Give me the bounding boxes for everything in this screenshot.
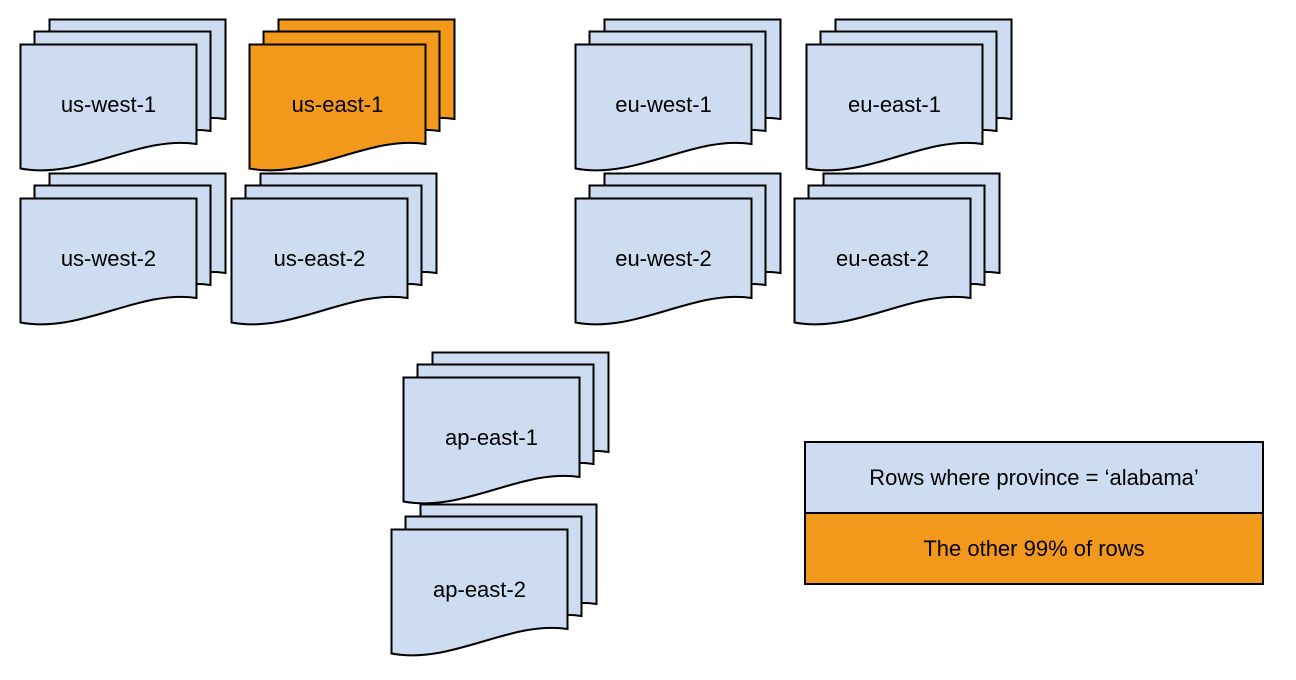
legend-item-alabama-label: Rows where province = ‘alabama’ bbox=[869, 464, 1199, 490]
doc-stack-us-west-2: us-west-2 bbox=[19, 172, 227, 331]
doc-stack-eu-west-1: eu-west-1 bbox=[574, 18, 782, 177]
doc-stack-ap-east-1: ap-east-1 bbox=[402, 351, 610, 510]
doc-stack-us-west-1: us-west-1 bbox=[19, 18, 227, 177]
region-label-us-east-2: us-east-2 bbox=[273, 246, 366, 271]
region-label-us-east-1: us-east-1 bbox=[291, 92, 384, 117]
doc-stack-us-east-1: us-east-1 bbox=[248, 18, 456, 177]
doc-stack-eu-west-2: eu-west-2 bbox=[574, 172, 782, 331]
doc-stack-eu-east-2: eu-east-2 bbox=[793, 172, 1001, 331]
region-label-eu-west-1: eu-west-1 bbox=[615, 92, 712, 117]
region-label-eu-west-2: eu-west-2 bbox=[615, 246, 712, 271]
region-label-ap-east-2: ap-east-2 bbox=[433, 577, 526, 602]
doc-stack-us-east-2: us-east-2 bbox=[230, 172, 438, 331]
region-label-eu-east-2: eu-east-2 bbox=[836, 246, 929, 271]
region-label-us-west-2: us-west-2 bbox=[60, 246, 157, 271]
legend: Rows where province = ‘alabama’ The othe… bbox=[804, 441, 1264, 585]
region-label-ap-east-1: ap-east-1 bbox=[445, 425, 538, 450]
legend-item-alabama-rows: Rows where province = ‘alabama’ bbox=[806, 443, 1262, 512]
region-label-us-west-1: us-west-1 bbox=[60, 92, 157, 117]
doc-stack-ap-east-2: ap-east-2 bbox=[390, 503, 598, 662]
doc-stack-eu-east-1: eu-east-1 bbox=[805, 18, 1013, 177]
legend-item-other-label: The other 99% of rows bbox=[923, 535, 1145, 561]
legend-item-other-rows: The other 99% of rows bbox=[806, 512, 1262, 583]
region-label-eu-east-1: eu-east-1 bbox=[848, 92, 941, 117]
